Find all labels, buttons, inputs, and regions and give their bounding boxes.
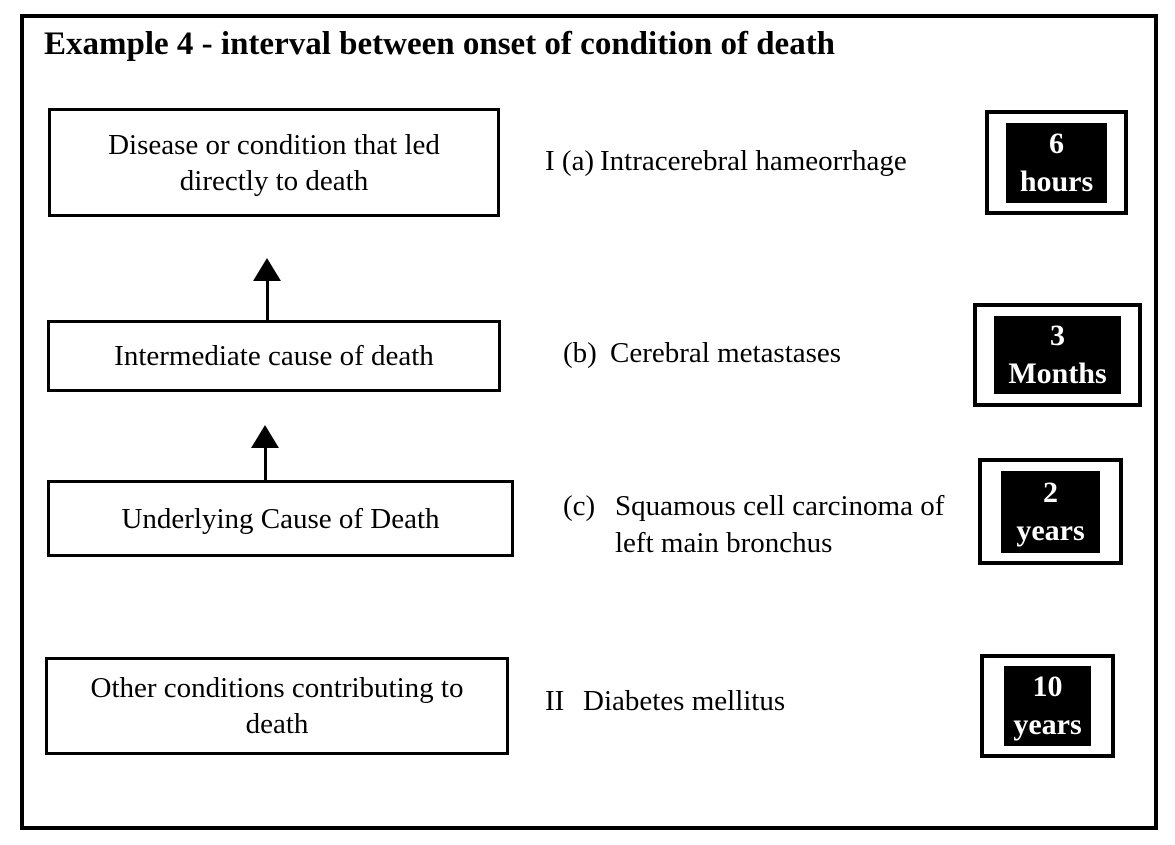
interval-unit: years [1013, 708, 1082, 741]
interval-value: 3 [1050, 319, 1065, 352]
up-arrow-line [266, 279, 269, 323]
entry-prefix: (b) [563, 337, 597, 369]
entry-text: Cerebral metastases [610, 337, 842, 369]
interval-box-10-years: 10 years [980, 654, 1115, 758]
interval-unit: years [1016, 513, 1085, 547]
cause-box-other-conditions: Other conditions contributing to death [45, 657, 509, 755]
interval-badge: 3 Months [994, 316, 1121, 394]
cause-box-label: Intermediate cause of death [114, 340, 434, 372]
interval-badge: 10 years [1004, 666, 1091, 746]
cause-box-label: Underlying Cause of Death [121, 502, 440, 535]
diagram-title: Example 4 - interval between onset of co… [44, 26, 836, 62]
interval-value: 10 [1032, 670, 1063, 703]
entry-prefix: I (a) [545, 145, 595, 177]
certificate-entry-ia: I (a) Intracerebral hameorrhage [545, 143, 907, 180]
certificate-entry-b: (b) Cerebral metastases [563, 335, 841, 372]
up-arrowhead-icon [251, 425, 279, 448]
interval-value: 2 [1043, 475, 1058, 509]
cause-box-label: Other conditions contributing to death [90, 672, 464, 740]
cause-box-intermediate-cause: Intermediate cause of death [47, 320, 501, 392]
outer-frame [20, 14, 1158, 830]
interval-unit: Months [1008, 357, 1107, 390]
cause-box-direct-cause: Disease or condition that led directly t… [48, 108, 500, 217]
interval-box-6-hours: 6 hours [985, 110, 1128, 215]
interval-value: 6 [1049, 126, 1064, 160]
interval-badge: 2 years [1001, 470, 1100, 553]
cause-box-label: Disease or condition that led directly t… [108, 128, 440, 197]
interval-box-3-months: 3 Months [973, 303, 1142, 407]
entry-prefix: (c) [563, 490, 596, 522]
certificate-entry-ii: II Diabetes mellitus [545, 683, 785, 720]
interval-unit: hours [1019, 164, 1094, 198]
up-arrowhead-icon [253, 258, 281, 281]
interval-box-2-years: 2 years [978, 458, 1123, 565]
entry-text: Squamous cell carcinoma of left main bro… [615, 490, 945, 559]
entry-text: Diabetes mellitus [583, 685, 786, 717]
cause-box-underlying-cause: Underlying Cause of Death [47, 480, 514, 557]
entry-prefix: II [545, 685, 565, 717]
entry-text: Intracerebral hameorrhage [600, 145, 907, 177]
up-arrow-line [264, 446, 267, 482]
interval-badge: 6 hours [1006, 122, 1107, 203]
certificate-entry-c: (c) Squamous cell carcinoma of left main… [563, 488, 970, 562]
